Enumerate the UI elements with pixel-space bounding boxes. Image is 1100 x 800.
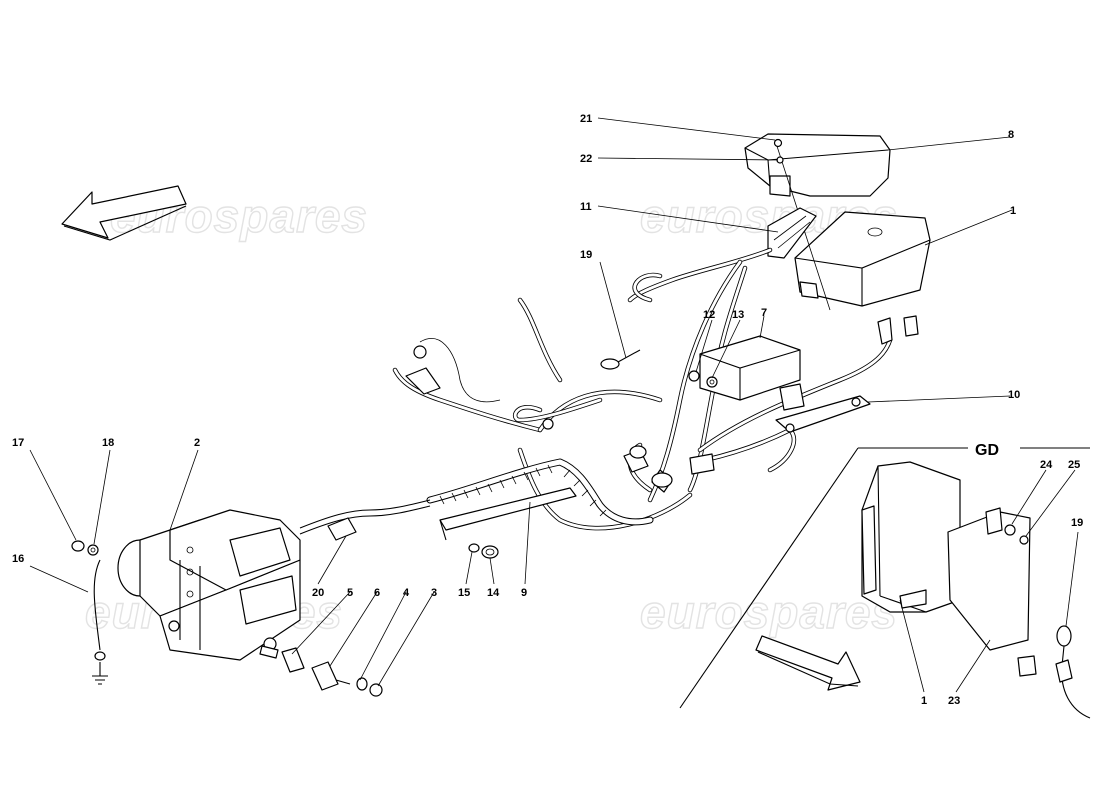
pipe-clip-part-20 — [327, 517, 357, 541]
direction-arrow-icon-top-left — [61, 185, 187, 241]
washer-icon-4 — [356, 677, 368, 691]
support-bracket-part-9 — [439, 487, 577, 541]
callout-2: 2 — [194, 437, 200, 449]
callout-17: 17 — [12, 437, 24, 449]
callout-22: 22 — [580, 153, 592, 165]
ground-wire-part-16 — [92, 559, 108, 685]
mounting-plate-part-23 — [947, 507, 1037, 677]
ecu-unit-detail-part-1 — [861, 461, 961, 613]
watermark-bottom-right: eurospares — [640, 586, 898, 638]
callout-6: 6 — [374, 587, 380, 599]
nut-icon-3 — [369, 683, 383, 697]
screw-icon-25 — [1019, 535, 1029, 545]
brake-pipe — [299, 499, 431, 535]
callout-24: 24 — [1040, 459, 1053, 471]
washer-icon-13 — [706, 376, 718, 388]
callout-11: 11 — [580, 201, 592, 213]
callout-15: 15 — [458, 587, 470, 599]
callout-labels: 21 22 8 11 1 19 12 13 7 10 17 18 2 16 20… — [12, 113, 1083, 707]
callout-1-detail: 1 — [921, 695, 927, 707]
callout-4: 4 — [403, 587, 410, 599]
callout-9: 9 — [521, 587, 527, 599]
ring-terminal-part-19 — [600, 349, 641, 370]
callout-23: 23 — [948, 695, 960, 707]
callout-19-detail: 19 — [1071, 517, 1083, 529]
ring-terminal-detail-part-19 — [1055, 625, 1091, 719]
direction-arrow-icon-bottom-right — [755, 635, 861, 691]
detail-gd-frame — [679, 447, 1090, 709]
callout-25: 25 — [1068, 459, 1080, 471]
callout-14: 14 — [487, 587, 500, 599]
stud-icon — [259, 645, 279, 659]
callout-5: 5 — [347, 587, 353, 599]
callout-1-main: 1 — [1010, 205, 1016, 217]
callout-13: 13 — [732, 309, 744, 321]
callout-10: 10 — [1008, 389, 1020, 401]
corrugated-hose — [426, 458, 654, 526]
washer-icon-18 — [87, 544, 99, 556]
washer-icon-15 — [468, 543, 480, 553]
rubber-mount-part-6 — [311, 661, 351, 691]
callout-18: 18 — [102, 437, 114, 449]
callout-12: 12 — [703, 309, 715, 321]
clip-clamps — [629, 445, 715, 488]
detail-gd-title: GD — [975, 442, 999, 459]
screw-icon-21 — [773, 138, 783, 148]
bracket-part-10 — [775, 395, 871, 433]
bushing-part-5 — [281, 647, 305, 673]
callout-19-main: 19 — [580, 249, 592, 261]
callout-3: 3 — [431, 587, 437, 599]
harness-connector-plugs — [779, 315, 919, 411]
callout-16: 16 — [12, 553, 24, 565]
nut-icon-17 — [71, 540, 85, 552]
ecu-unit-part-1 — [794, 211, 931, 307]
leader-lines — [29, 117, 1079, 693]
abs-pump-unit-part-2 — [117, 509, 301, 661]
callout-20: 20 — [312, 587, 324, 599]
callout-7: 7 — [761, 307, 767, 319]
callout-8: 8 — [1008, 129, 1014, 141]
washer-icon-24 — [1004, 524, 1016, 536]
callout-21: 21 — [580, 113, 592, 125]
grommet-icon-14 — [481, 545, 499, 559]
ecu-cover-part-8 — [744, 133, 891, 197]
nut-icon-12 — [688, 370, 700, 382]
